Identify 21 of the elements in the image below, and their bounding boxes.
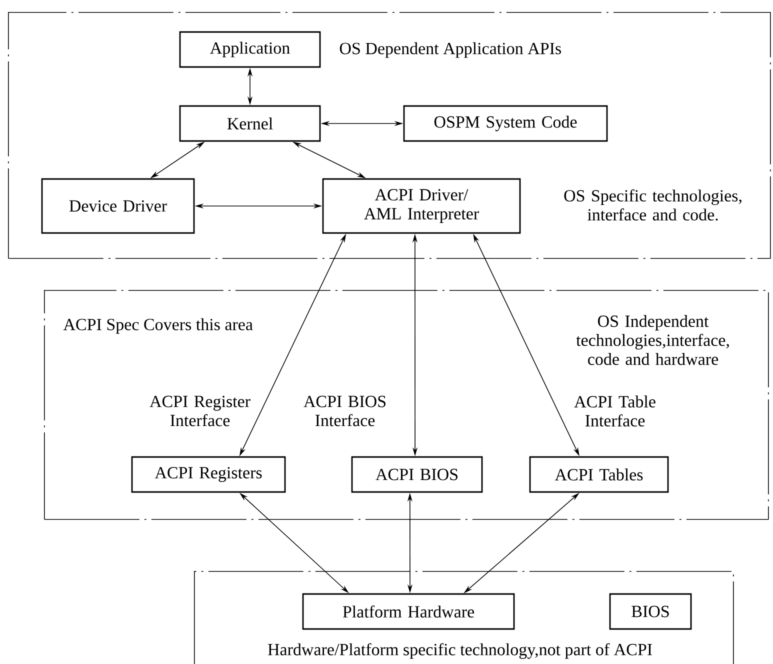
- edge-label: ACPI BIOS Interface: [304, 396, 386, 426]
- region-note: OS Dependent Application APIs: [340, 42, 561, 58]
- edge-label: ACPI Register Interface: [150, 396, 250, 426]
- process-box: ACPI Tables: [529, 456, 669, 493]
- region-frame: [8, 12, 771, 259]
- region-note: OS Independent technologies,interface, code and hardware: [576, 315, 729, 365]
- process-box: Device Driver: [41, 178, 195, 234]
- process-box: ACPI Registers: [131, 456, 286, 493]
- region-frame: [194, 571, 734, 664]
- process-box: ACPI Driver/ AML Interpreter: [322, 178, 521, 234]
- process-box: ACPI BIOS: [351, 456, 483, 493]
- edge-label: ACPI Table Interface: [574, 396, 656, 426]
- region-frame: [44, 290, 769, 520]
- process-box: Platform Hardware: [302, 593, 515, 630]
- process-box: BIOS: [609, 593, 692, 630]
- region-note: OS Specific technologies, interface and code.: [564, 189, 742, 221]
- process-box: Application: [179, 31, 321, 68]
- region-note: Hardware/Platform specific technology,not part of ACPI: [268, 643, 652, 659]
- process-box: Kernel: [179, 105, 321, 142]
- process-box: OSPM System Code: [403, 105, 608, 142]
- region-note: ACPI Spec Covers this area: [63, 318, 253, 334]
